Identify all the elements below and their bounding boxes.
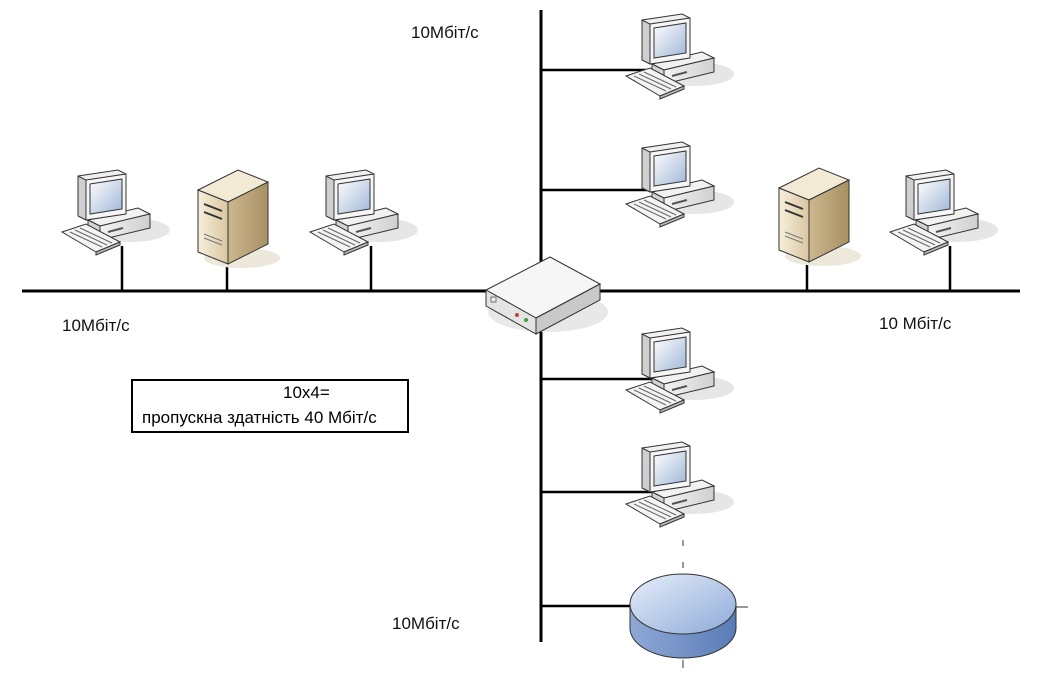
throughput-note-box: 10x4= пропускна здатність 40 Мбіт/с [131, 379, 409, 433]
workstation-icon [625, 13, 735, 100]
workstation-icon [625, 441, 735, 528]
throughput-description: пропускна здатність 40 Мбіт/с [142, 408, 377, 427]
workstation-icon [625, 327, 735, 414]
workstation-icon [889, 169, 999, 256]
left-segment-speed-label: 10Мбіт/с [62, 316, 130, 335]
throughput-formula: 10x4= [283, 383, 330, 402]
top-segment-speed-label: 10Мбіт/с [411, 23, 479, 42]
server-tower-icon [197, 169, 281, 269]
server-tower-icon [778, 167, 862, 267]
bottom-segment-speed-label: 10Мбіт/с [392, 614, 460, 633]
workstation-icon [625, 141, 735, 228]
network-switch-icon [484, 256, 608, 335]
workstation-icon [309, 169, 419, 256]
workstation-icon [61, 169, 171, 256]
right-segment-speed-label: 10 Мбіт/с [879, 314, 952, 333]
disk-storage-icon [629, 540, 748, 668]
